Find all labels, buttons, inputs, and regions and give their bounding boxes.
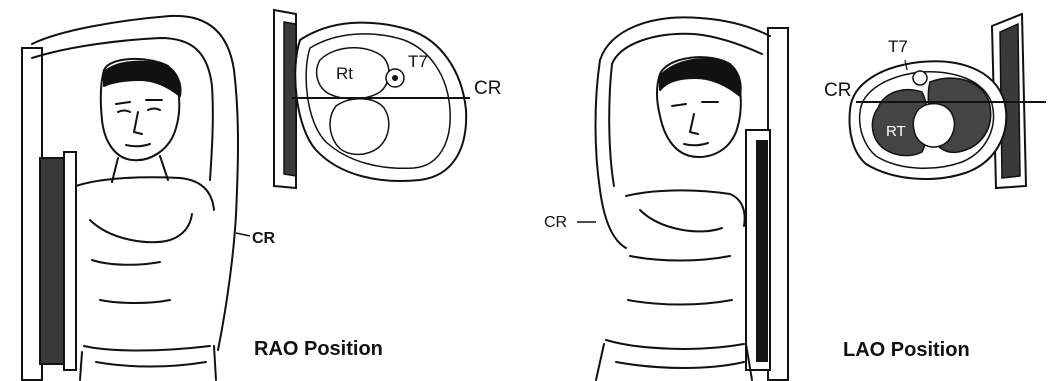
rao-caption: RAO Position: [254, 338, 383, 360]
lao-patient-illustration: [596, 17, 771, 380]
lao-cr-body-label: CR: [544, 214, 567, 231]
lao-cross-section: T7 CR RT: [824, 14, 1046, 188]
lao-cr-label: CR: [824, 80, 851, 101]
rao-rt-label: Rt: [336, 64, 353, 83]
rao-cr-body-label: CR: [252, 230, 276, 247]
rao-cr-body-leader: [236, 233, 250, 236]
rao-cr-label: CR: [474, 78, 501, 99]
lao-detector-stand: [746, 28, 788, 380]
rao-cross-section: Rt T7 CR: [274, 10, 501, 188]
lao-rt-label: RT: [886, 123, 906, 140]
rao-panel: CR RAO Position Rt T7 CR: [22, 10, 501, 380]
lao-image-receptor: [756, 140, 768, 362]
rao-t7-label: T7: [408, 52, 428, 71]
lao-panel: CR LAO Position T7 CR RT: [544, 14, 1046, 380]
lao-caption: LAO Position: [843, 339, 970, 361]
lao-t7-label: T7: [888, 37, 908, 56]
rao-detector-stand: [22, 48, 76, 380]
